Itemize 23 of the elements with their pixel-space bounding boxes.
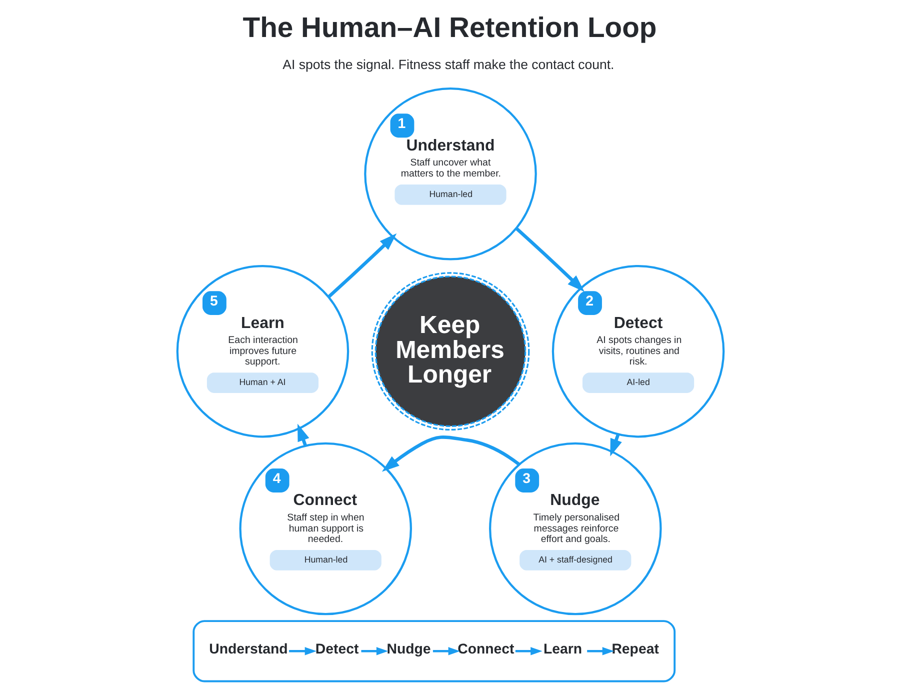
node-text: Understand [208,642,288,658]
node-text: Connect [457,642,514,658]
node-circle: 3 Nudge Timely personalised messages reinforce effort and goals. AI + staff-designed [488,442,662,616]
node-circle: 5 Learn Each interaction improves future support. Human + AI [176,264,349,438]
node-circle: 4 Connect Staff step in when human support is needed. Human-led [238,442,412,616]
node-circle: 1 Understand Staff uncover what matters to the member. Human-led [364,88,536,260]
node-circle: Keep Members Longer [370,272,530,431]
arrow [326,233,396,298]
label: AI spots the signal. Fitness staff make the contact count. [282,56,614,72]
arrow [381,435,520,472]
arrow [586,647,614,656]
arrow [432,647,460,656]
node-text: Detect [314,642,358,658]
node-text: Repeat [611,642,658,658]
node-text: Nudge [386,642,430,658]
arrow [514,226,584,292]
node-circle: 2 Detect AI spots changes in visits, routines and risk. AI-led [551,264,724,438]
arrow [288,647,316,656]
cluster [192,620,676,682]
arrow [514,647,542,656]
arrow [360,647,388,656]
diagram-title: The Human–AI Retention Loop [242,12,656,44]
node-text: Learn [543,642,582,658]
